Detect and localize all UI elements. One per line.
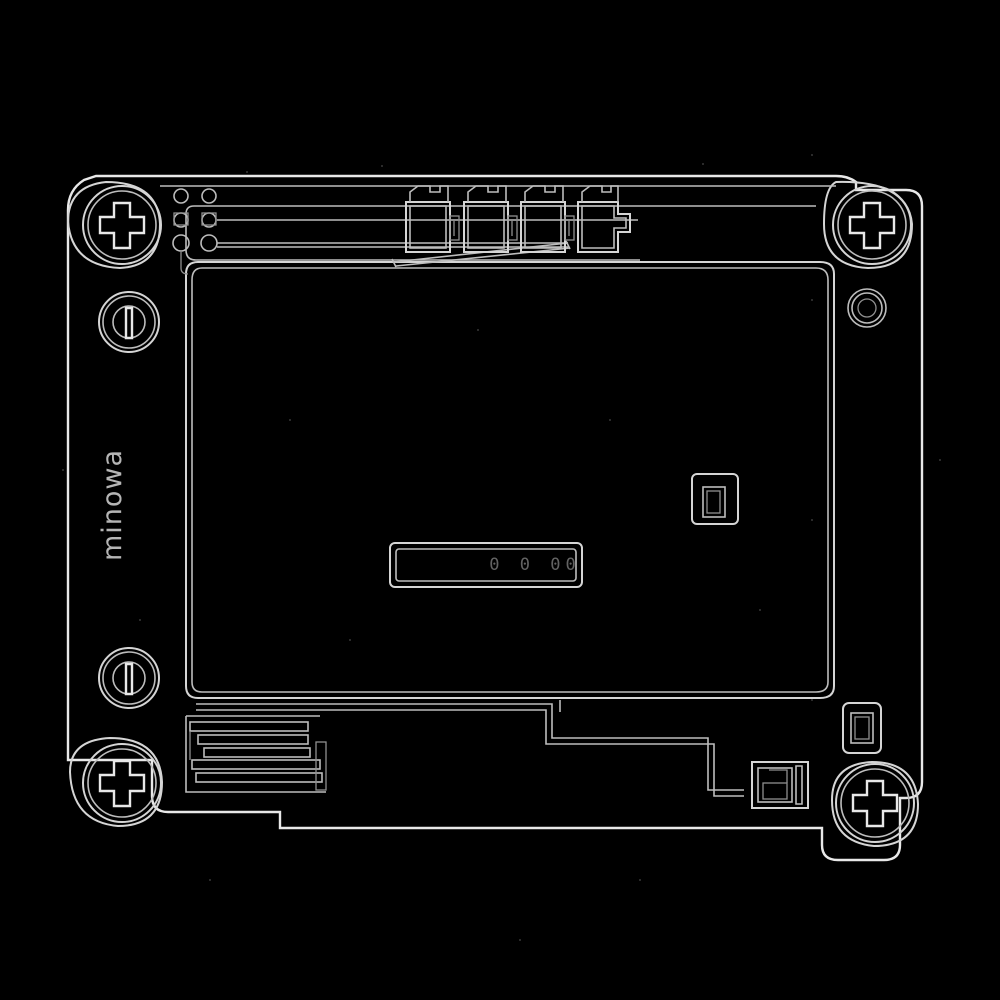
trace-top-horizontal (217, 219, 638, 248)
connector-2 (463, 185, 518, 253)
screw-top-left (82, 185, 162, 265)
smd-component-right (691, 473, 739, 525)
smd-component-bottom-right (842, 702, 882, 754)
standoff-mid-left-upper (98, 291, 160, 353)
standoff-mid-right (847, 288, 887, 328)
connector-4 (577, 185, 631, 253)
screw-top-right (832, 185, 912, 265)
screw-bottom-right (835, 763, 915, 843)
standoff-mid-left-lower (98, 647, 160, 709)
screw-boss-outlines (66, 180, 920, 848)
ic-chip-center (389, 542, 583, 588)
chip-marking-area: 0 0 00 (487, 552, 583, 578)
inner-pcb-area (185, 261, 835, 699)
connector-1 (405, 185, 460, 253)
board-outline (66, 174, 924, 862)
edge-noise-speckles (62, 154, 941, 941)
screw-bottom-left (82, 743, 162, 823)
connector-3 (520, 185, 575, 253)
micro-connector-bottom (751, 761, 809, 809)
trace-bottom-step (196, 700, 744, 797)
ribbon-connector (185, 715, 327, 793)
via-pad-cluster (172, 188, 218, 275)
trace-diagonal (391, 240, 571, 268)
top-header-band (160, 185, 836, 261)
chip-marking-label: 0 0 00 (489, 555, 581, 575)
